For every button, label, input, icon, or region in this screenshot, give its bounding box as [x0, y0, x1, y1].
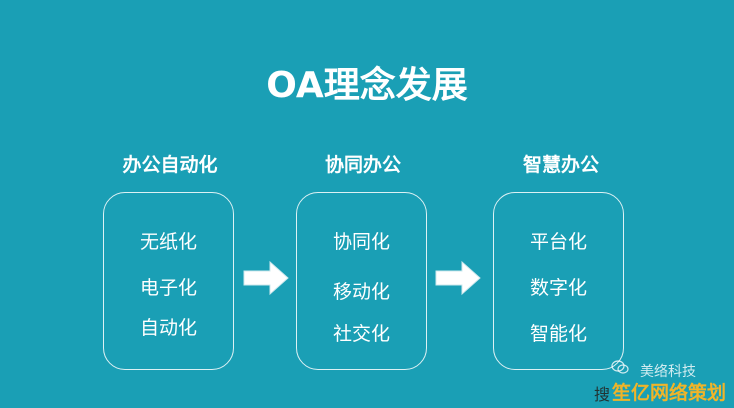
wechat-icon — [611, 360, 629, 374]
stage-item: 自动化 — [139, 317, 197, 339]
right-arrow-icon — [243, 260, 289, 296]
column-heading-office-automation: 办公自动化 — [122, 154, 218, 176]
stage-item: 数字化 — [529, 277, 587, 299]
stage-item: 平台化 — [529, 231, 587, 253]
right-arrow-icon — [435, 260, 481, 296]
watermark-site: 笙亿网络策划 — [612, 382, 727, 404]
stage-box-office-automation: 无纸化 电子化 自动化 — [103, 192, 234, 370]
stage-item: 电子化 — [139, 277, 197, 299]
stage-box-collaborative-office: 协同化 移动化 社交化 — [296, 192, 427, 370]
watermark-prefix: 搜 — [594, 385, 611, 404]
column-heading-smart-office: 智慧办公 — [522, 154, 599, 176]
stage-item: 协同化 — [332, 231, 390, 253]
stage-item: 无纸化 — [139, 231, 197, 253]
stage-box-smart-office: 平台化 数字化 智能化 — [493, 192, 624, 370]
stage-item: 智能化 — [529, 323, 587, 345]
stage-item: 移动化 — [332, 281, 390, 303]
column-heading-collaborative-office: 协同办公 — [324, 154, 401, 176]
watermark-account: 美络科技 — [640, 364, 696, 380]
page-title: OA理念发展 — [266, 65, 468, 106]
stage-item: 社交化 — [332, 323, 390, 345]
